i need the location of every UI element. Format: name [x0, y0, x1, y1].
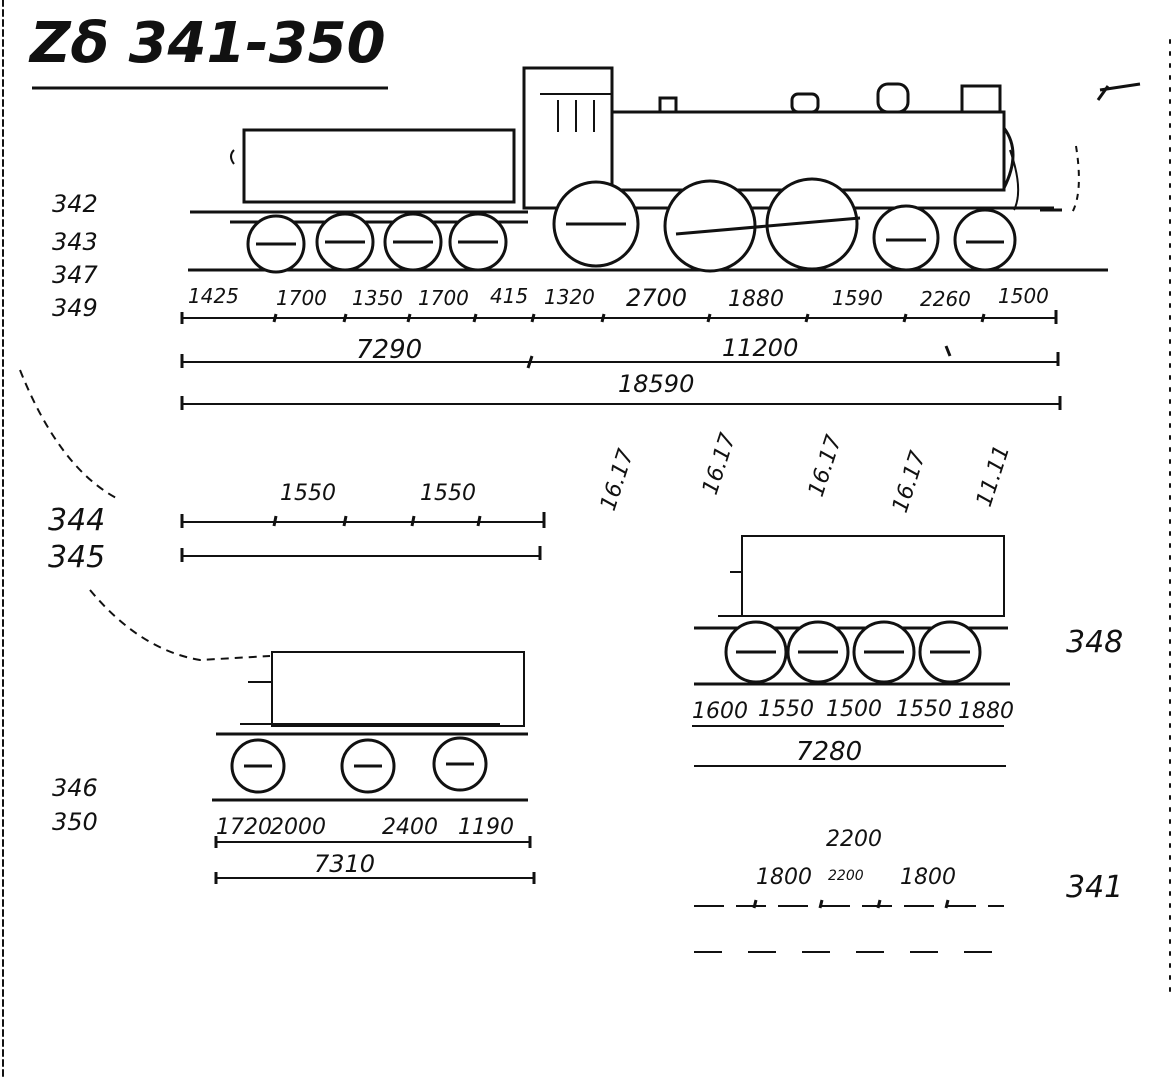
dimension-label: 2200	[826, 827, 882, 852]
variant-341-dimensions: 2200 1800 2200 1800	[694, 827, 1004, 953]
dimension-label: 1880	[728, 287, 784, 312]
axle-load: 16.17	[888, 448, 931, 516]
length-label: 7310	[314, 850, 375, 878]
variant-label: 346	[52, 774, 98, 802]
tender-body	[242, 128, 516, 204]
main-wheelbase-dimensions: 1425 1700 1350 1700 415 1320 2700 1880 1…	[188, 284, 1049, 312]
dashed-curve	[19, 369, 271, 662]
variant-label: 350	[52, 808, 98, 836]
variant-labels-mid: 344 345	[48, 503, 105, 575]
axle-load-labels: 16.17 16.17 16.17 16.17 11.11	[596, 430, 1015, 516]
variant-label: 345	[48, 540, 105, 575]
dimension-label: 1550	[420, 481, 476, 506]
axle-load: 16.17	[596, 446, 639, 514]
dimension-label: 1550	[280, 481, 336, 506]
engine-length-label: 11200	[722, 334, 798, 362]
axle-load: 16.17	[804, 432, 847, 500]
variant-labels-low: 346 350	[52, 774, 98, 836]
dome	[658, 96, 678, 114]
main-locomotive-drawing	[188, 66, 1141, 274]
tender-body	[741, 535, 1005, 617]
variant-label: 347	[52, 261, 99, 289]
dome	[876, 82, 910, 114]
tender-346-drawing	[212, 651, 528, 802]
dome	[790, 92, 820, 114]
dimension-label: 2260	[920, 287, 971, 311]
variant-346-dimensions: 1720 2000 2400 1190 7310	[214, 815, 536, 884]
dimension-label: 1590	[832, 286, 883, 310]
dimension-label: 415	[490, 284, 528, 308]
variant-labels-top: 342 343 347 349	[52, 190, 99, 322]
total-length-label: 18590	[618, 370, 694, 398]
variant-344-dimensions: 1550 1550	[180, 481, 546, 562]
dimension-label: 1600	[692, 699, 748, 724]
dimension-label: 1550	[758, 697, 814, 722]
main-dimension-lines	[180, 310, 1062, 410]
axle-load: 16.17	[698, 430, 741, 498]
chimney	[960, 84, 1002, 114]
dimension-label: 1800	[756, 865, 812, 890]
length-label: 7280	[796, 737, 862, 767]
dimension-label: 1500	[998, 284, 1049, 308]
dimension-label: 1700	[418, 286, 469, 310]
tender-body	[271, 651, 525, 727]
variant-label: 343	[52, 228, 98, 256]
dimension-label: 2400	[382, 815, 438, 840]
dimension-label: 1880	[958, 699, 1014, 724]
variant-label-341: 341	[1066, 870, 1123, 905]
dimension-label: 1550	[896, 697, 952, 722]
dimension-label: 1720	[216, 815, 272, 840]
tender-length-label: 7290	[356, 335, 422, 365]
variant-label-348: 348	[1066, 625, 1123, 660]
variant-label: 342	[52, 190, 98, 218]
page-title: Zδ 341-350	[28, 11, 386, 76]
dimension-label: 1500	[826, 697, 882, 722]
variant-label: 344	[48, 503, 105, 538]
tender-wheels	[246, 212, 508, 274]
dimension-label: 1700	[276, 286, 327, 310]
axle-load: 11.11	[972, 442, 1015, 510]
variant-label: 349	[52, 294, 98, 322]
dimension-label: 1350	[352, 286, 403, 310]
dimension-label: 2200	[828, 868, 864, 884]
dimension-label: 1425	[188, 284, 239, 308]
dimension-label: 2700	[626, 284, 687, 312]
dimension-label: 1800	[900, 865, 956, 890]
dimension-label: 1320	[544, 285, 595, 309]
tender-348-drawing	[694, 535, 1010, 686]
dimension-label: 1190	[458, 815, 514, 840]
engine-wheels	[552, 177, 1017, 273]
dimension-label: 2000	[270, 815, 326, 840]
variant-348-dimensions: 1600 1550 1500 1550 1880 7280	[692, 697, 1014, 767]
